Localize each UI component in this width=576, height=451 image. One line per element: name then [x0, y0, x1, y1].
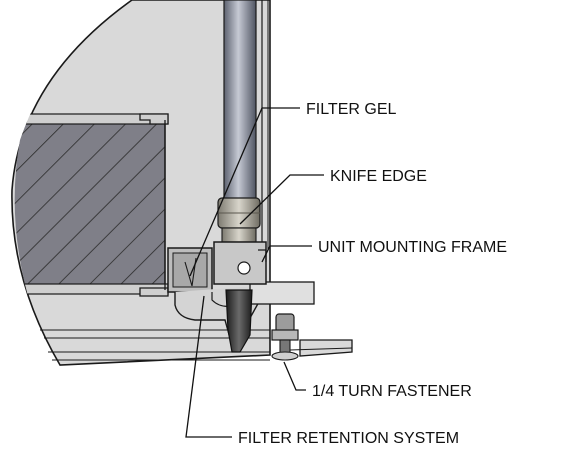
filter-frame-channel — [139, 113, 169, 297]
filter-media — [14, 113, 270, 361]
leader-filter-gel — [189, 107, 300, 277]
leader-lines — [185, 107, 324, 438]
leader-knife-edge — [239, 174, 324, 225]
unit-mounting-frame-part — [213, 241, 267, 285]
label-quarter-turn-fastener: 1/4 TURN FASTENER — [312, 383, 472, 400]
label-filter-retention-system: FILTER RETENTION SYSTEM — [238, 430, 459, 447]
leader-unit-mounting-frame — [261, 245, 312, 263]
quarter-turn-fastener-part — [271, 313, 353, 361]
label-knife-edge: KNIFE EDGE — [330, 168, 427, 185]
leader-filter-retention-system — [185, 295, 232, 438]
latch-piece — [225, 289, 253, 353]
leader-quarter-turn-fastener — [283, 361, 306, 391]
gel-channel — [167, 247, 213, 293]
label-filter-gel: FILTER GEL — [306, 101, 396, 118]
label-unit-mounting-frame: UNIT MOUNTING FRAME — [318, 239, 507, 256]
mounting-rod — [217, 0, 261, 243]
